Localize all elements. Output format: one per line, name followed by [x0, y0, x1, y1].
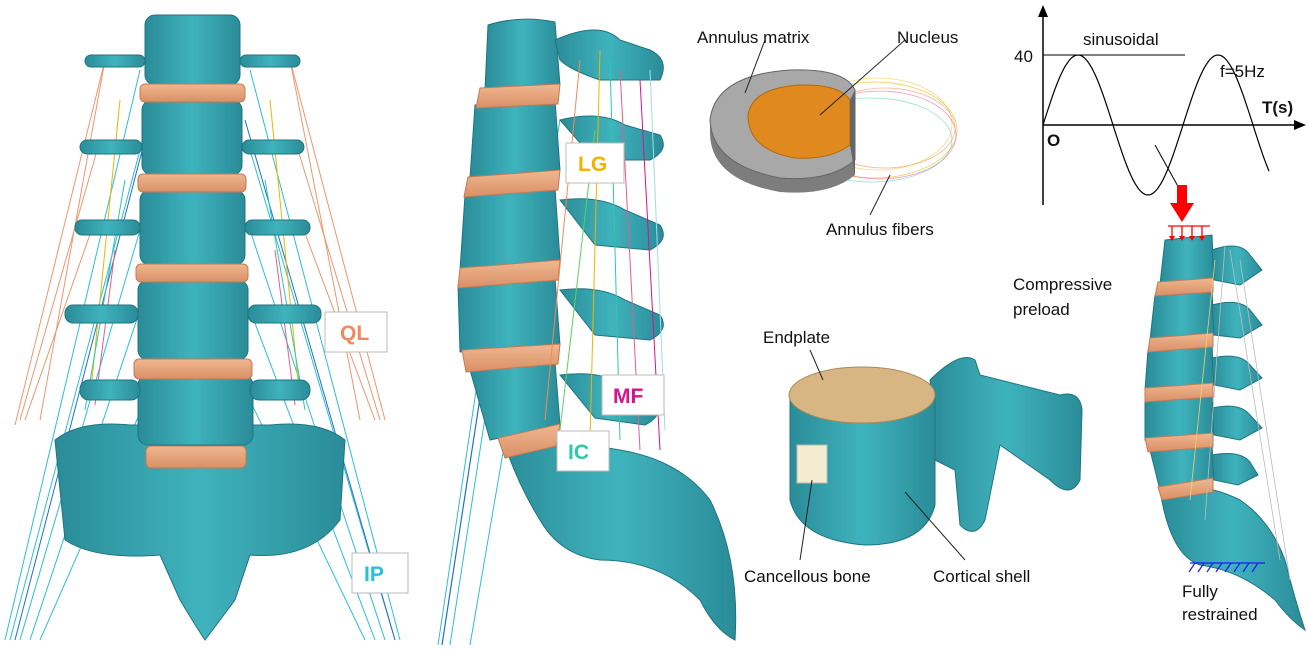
load-curve-panel: sinusoidal 40 T(s) O f=5Hz	[1014, 5, 1306, 205]
compressive-label-line2: preload	[1013, 300, 1070, 319]
vertebral-column-posterior	[65, 15, 321, 445]
lateral-view-panel: LG MF IC	[438, 19, 736, 645]
cancellous-bone-label: Cancellous bone	[744, 567, 871, 586]
endplate-shape	[789, 367, 935, 423]
compressive-label-line1: Compressive	[1013, 275, 1112, 294]
annulus-fibers-label: Annulus fibers	[826, 220, 934, 239]
x-axis-arrow	[1294, 120, 1306, 130]
ic-tag: IC	[568, 441, 589, 464]
y-axis-arrow	[1038, 5, 1048, 17]
posterior-view-panel: QL IP	[5, 15, 408, 640]
disc-detail-panel: Annulus matrix Nucleus Annulus fibers	[697, 28, 958, 239]
vertebra-processes	[930, 358, 1082, 532]
cortical-shell-label: Cortical shell	[933, 567, 1030, 586]
frequency-label: f=5Hz	[1220, 62, 1265, 81]
annulus-matrix-label: Annulus matrix	[697, 28, 810, 47]
compressive-preload-arrow	[1168, 185, 1210, 241]
curve-title: sinusoidal	[1083, 30, 1159, 49]
vertebra-detail-panel: Endplate Cancellous bone Cortical shell	[744, 328, 1082, 586]
restrained-label-line1: Fully	[1182, 582, 1218, 601]
cancellous-bone-patch	[797, 445, 827, 483]
origin-label: O	[1047, 131, 1060, 150]
lateral-sacrum	[500, 427, 736, 640]
x-axis-label: T(s)	[1262, 98, 1293, 117]
ip-tag: IP	[364, 563, 384, 586]
bc-vertebrae	[1145, 235, 1262, 490]
endplate-label: Endplate	[763, 328, 830, 347]
lg-tag: LG	[578, 153, 607, 176]
mf-tag: MF	[613, 385, 643, 408]
frequency-leader	[1155, 145, 1180, 190]
restrained-label-line2: restrained	[1182, 605, 1258, 624]
ql-tag: QL	[340, 322, 369, 345]
nucleus-label: Nucleus	[897, 28, 958, 47]
y-tick-label: 40	[1014, 47, 1033, 66]
